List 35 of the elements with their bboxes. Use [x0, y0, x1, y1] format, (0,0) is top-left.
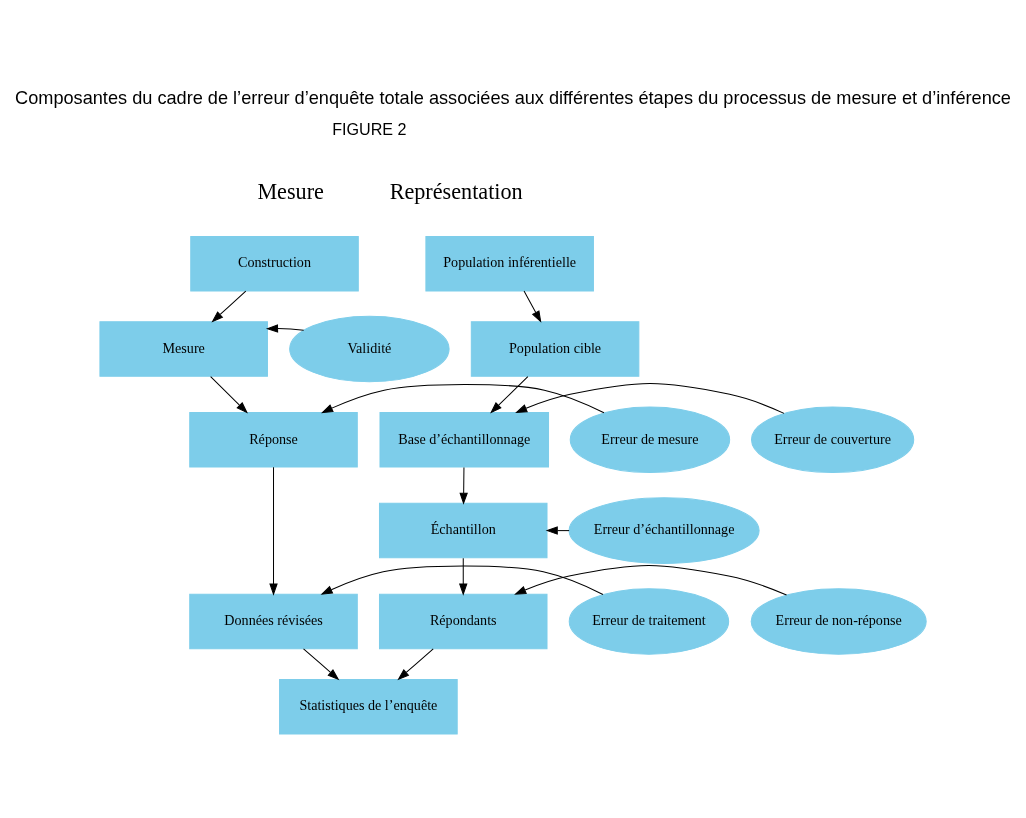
- node-box: Base d’échantillonnage: [379, 411, 550, 468]
- arrow: [523, 290, 542, 323]
- arrow: [211, 290, 247, 322]
- arrow: [321, 383, 605, 413]
- node-box: Population inférentielle: [425, 235, 594, 291]
- node-box: Répondants: [378, 593, 548, 649]
- diagram-title: Composantes du cadre de l’erreur d’enquête totale associées aux différentes étapes du processus de mesure et d’inférence: [15, 87, 1011, 108]
- arrow: [490, 375, 529, 413]
- arrow: [459, 557, 468, 596]
- node-ellipse: Erreur de traitement: [568, 587, 730, 655]
- node-box: Statistiques de l’enquête: [279, 678, 458, 734]
- arrow: [545, 525, 570, 535]
- arrow: [459, 466, 468, 505]
- label: Représentation: [389, 178, 523, 204]
- node-box: Échantillon: [378, 502, 548, 558]
- node-box: Données révisées: [189, 593, 358, 649]
- node-box: Population cible: [470, 320, 640, 377]
- arrow: [269, 466, 278, 596]
- node-box: Mesure: [99, 320, 268, 377]
- node-box: Réponse: [189, 411, 358, 468]
- node-ellipse: Erreur de non-réponse: [750, 587, 927, 655]
- arrow: [397, 647, 434, 680]
- node-ellipse: Erreur de mesure: [569, 405, 731, 473]
- node-ellipse: Erreur d’échantillonnage: [568, 496, 760, 564]
- arrow: [320, 565, 604, 595]
- node-ellipse: Validité: [289, 315, 450, 382]
- label: FIGURE 2: [332, 119, 407, 138]
- arrow: [303, 647, 340, 680]
- node-box: Construction: [190, 235, 359, 291]
- arrow: [265, 323, 305, 333]
- node-ellipse: Erreur de couverture: [751, 405, 915, 473]
- arrow: [514, 564, 788, 596]
- label: Mesure: [257, 178, 324, 204]
- arrow: [210, 375, 248, 414]
- arrow: [515, 382, 785, 414]
